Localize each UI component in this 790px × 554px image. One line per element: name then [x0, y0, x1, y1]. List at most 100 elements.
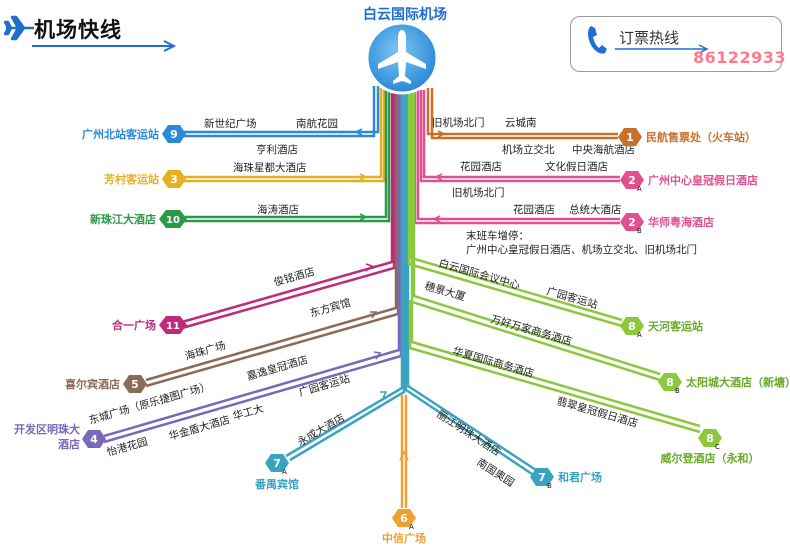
route-number: 6: [400, 512, 408, 525]
route-line-6a: [400, 395, 408, 508]
stop-label: 中央海航酒店: [572, 143, 635, 156]
phone-icon: [588, 26, 607, 54]
route-line-10: [182, 90, 391, 223]
stop-label: 花园酒店: [460, 160, 502, 173]
terminal-2b[interactable]: 2 B 华师粤海酒店: [620, 213, 714, 235]
route-number: 2: [628, 174, 636, 187]
terminal-5[interactable]: 5 喜尔宾酒店: [65, 375, 147, 393]
terminal-name: 新珠江大酒店: [90, 212, 156, 226]
stop-label: 南航花园: [296, 117, 338, 130]
route-line-1: [426, 88, 618, 140]
hotline-label: 订票热线: [619, 29, 680, 47]
terminal-2a[interactable]: 2 A 广州中心皇冠假日酒店: [620, 171, 758, 193]
terminal-name: 喜尔宾酒店: [65, 377, 120, 391]
stop-label: 云城南: [505, 116, 537, 129]
route-number: 7: [538, 471, 546, 484]
route-number: 2: [628, 216, 636, 229]
airport-hub[interactable]: [365, 21, 439, 95]
stop-label: 怡港花园: [105, 435, 149, 459]
route-number: 4: [90, 433, 98, 446]
stop-label: 花园酒店: [513, 203, 555, 216]
stop-label: 广园客运站: [297, 372, 352, 399]
terminal-8a[interactable]: 8 A 天河客运站: [620, 317, 703, 339]
route-line-2a: [419, 90, 620, 183]
hotline-arrow: [615, 44, 709, 54]
route-line-7a: [285, 90, 406, 462]
route-line-11: [181, 90, 396, 330]
stop-label: 旧机场北门: [432, 116, 485, 129]
stop-label: 东方宾馆: [308, 296, 352, 320]
route-sub: B: [675, 387, 680, 395]
route-sub: A: [637, 331, 642, 339]
terminal-6a[interactable]: 6 A 中信广场: [382, 509, 426, 545]
route-number: 8: [706, 432, 714, 445]
terminal-3[interactable]: 3 芳村客运站: [104, 170, 186, 188]
terminal-8c[interactable]: 8 C 威尔登酒店（永和）: [661, 429, 760, 465]
stop-label: 海涛酒店: [257, 203, 299, 216]
stop-label: 华金盾大酒店: [167, 413, 231, 443]
route-number: 7: [273, 457, 281, 470]
stop-label: 华夏国际商务酒店: [451, 344, 535, 380]
last-bus-stops: 广州中心皇冠假日酒店、机场立交北、旧机场北门: [466, 243, 697, 256]
terminal-name: 民航售票处（火车站）: [646, 130, 756, 144]
stop-label: 海珠星都大酒店: [233, 161, 307, 174]
terminal-name: 威尔登酒店（永和）: [661, 451, 760, 465]
airport-title: 白云国际机场: [363, 7, 447, 23]
stop-label: 翡翠皇冠假日酒店: [555, 394, 639, 430]
direction-arrows: [354, 128, 446, 461]
terminal-name: 番禺宾馆: [254, 477, 299, 491]
route-number: 11: [166, 321, 180, 332]
terminal-name: 和君广场: [558, 470, 602, 484]
route-sub: A: [409, 523, 414, 531]
route-sub: A: [637, 185, 642, 193]
hotline-box[interactable]: 订票热线 86122933: [570, 16, 786, 72]
last-bus-label: 末班车增停：: [466, 229, 529, 242]
route-number: 8: [666, 376, 674, 389]
terminal-name: 华师粤海酒店: [648, 215, 714, 229]
route-line-3: [182, 88, 386, 183]
header-airplane-icon: [4, 15, 34, 41]
terminal-11[interactable]: 11 合一广场: [112, 316, 187, 334]
stop-label: 新世纪广场: [204, 117, 257, 130]
route-sub: B: [637, 227, 642, 235]
route-number: 8: [628, 320, 636, 333]
route-line-8c: [408, 300, 701, 434]
route-number: 1: [626, 131, 634, 144]
route-line-9: [180, 86, 380, 138]
stop-label: 广园客运站: [545, 284, 600, 311]
terminal-name: 广州北站客运站: [82, 127, 159, 141]
route-number: 9: [170, 128, 178, 141]
terminal-8b[interactable]: 8 B 太阳城大酒店（新塘）: [658, 373, 790, 395]
terminal-name: 开发区明珠大酒店: [14, 423, 80, 451]
terminal-name: 芳村客运站: [104, 172, 159, 186]
terminal-1[interactable]: 1 民航售票处（火车站）: [618, 128, 756, 146]
title-underline-arrow: [32, 40, 177, 52]
terminal-7b[interactable]: 7 B 和君广场: [530, 468, 602, 490]
stop-label: 总统大酒店: [569, 203, 622, 216]
stop-label: 旧机场北门: [452, 186, 505, 199]
stop-label: 机场立交北: [502, 143, 555, 156]
route-line-4: [103, 90, 403, 444]
terminal-10[interactable]: 10 新珠江大酒店: [90, 210, 187, 228]
terminal-name: 天河客运站: [648, 319, 703, 333]
route-number: 3: [170, 173, 178, 186]
route-number: 10: [166, 215, 180, 226]
route-sub: C: [715, 443, 720, 451]
airplane-icon: [378, 30, 426, 84]
route-sub: A: [282, 468, 287, 476]
page-title: 机场快线: [34, 18, 122, 42]
hotline-number[interactable]: 86122933: [693, 48, 787, 67]
stop-label: 亨利酒店: [256, 143, 298, 156]
terminal-name: 中信广场: [382, 531, 426, 545]
stop-label: 文化假日酒店: [545, 160, 608, 173]
route-number: 5: [131, 378, 139, 391]
terminal-4[interactable]: 4 开发区明珠大酒店: [10, 422, 106, 456]
route-sub: B: [547, 482, 552, 490]
terminal-name: 合一广场: [112, 318, 156, 332]
terminal-7a[interactable]: 7 A 番禺宾馆: [254, 454, 299, 491]
stop-label: 丽江明珠大酒店: [434, 408, 503, 459]
terminal-9[interactable]: 9 广州北站客运站: [82, 125, 186, 143]
terminal-name: 广州中心皇冠假日酒店: [648, 173, 758, 187]
